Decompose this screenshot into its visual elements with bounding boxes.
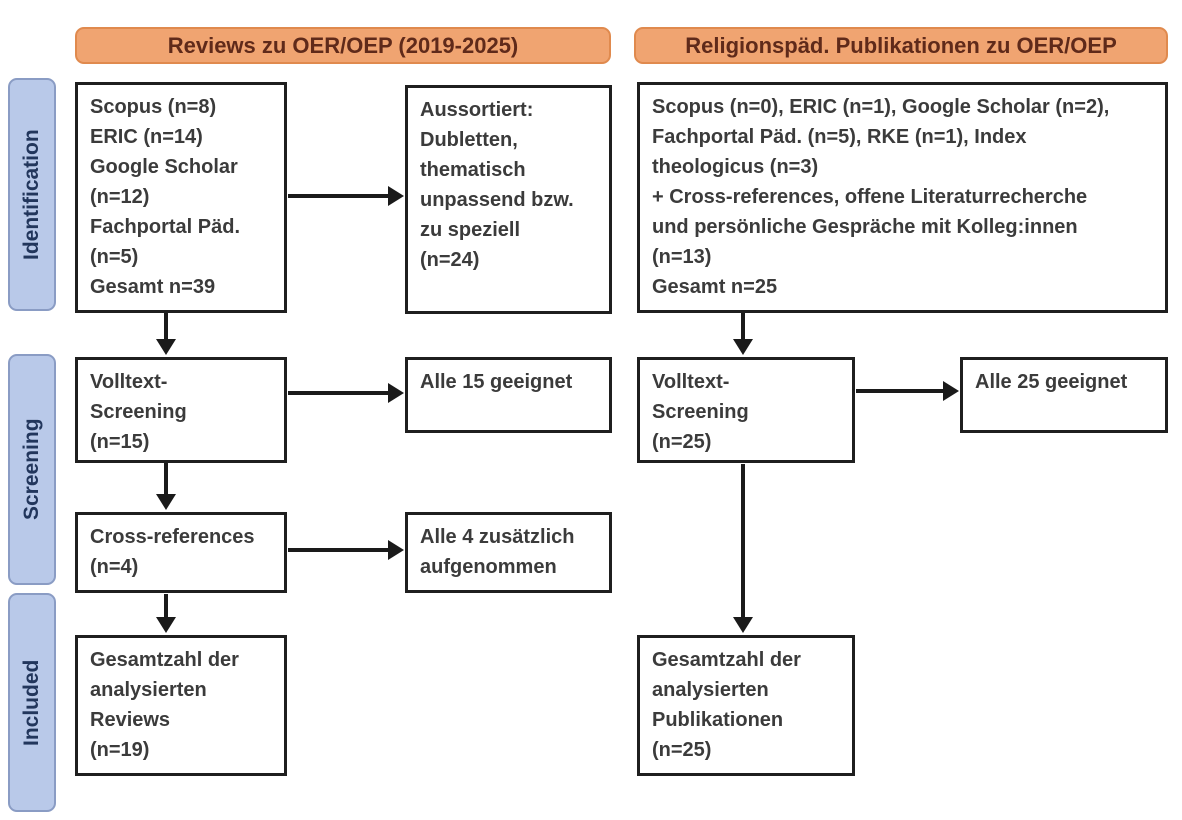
arrow-reviews-crossref-to-result: [288, 540, 404, 560]
arrow-reviews-screening-to-result: [288, 383, 404, 403]
arrow-reviews-screening-to-crossref: [156, 463, 176, 510]
arrow-reviews-crossref-to-included: [156, 594, 176, 633]
arrow-reviews-identification-to-excluded: [288, 186, 404, 206]
arrow-reviews-identification-to-screening: [156, 313, 176, 355]
header-reviews-column: Reviews zu OER/OEP (2019-2025): [75, 27, 611, 64]
religionspaed-screening-box: Volltext- Screening (n=25): [637, 357, 855, 463]
header-religionspaed-column: Religionspäd. Publikationen zu OER/OEP: [634, 27, 1168, 64]
reviews-excluded-box: Aussortiert: Dubletten, thematisch unpas…: [405, 85, 612, 314]
reviews-crossref-box: Cross-references (n=4): [75, 512, 287, 593]
arrow-religionspaed-screening-to-result: [856, 381, 959, 401]
stage-label-included: Included: [8, 593, 56, 812]
reviews-included-box: Gesamtzahl der analysierten Reviews (n=1…: [75, 635, 287, 776]
reviews-crossref-result-box: Alle 4 zusätzlich aufgenommen: [405, 512, 612, 593]
arrow-religionspaed-identification-to-screening: [733, 313, 753, 355]
religionspaed-screening-result-box: Alle 25 geeignet: [960, 357, 1168, 433]
arrow-religionspaed-screening-to-included: [733, 464, 753, 633]
stage-label-identification: Identification: [8, 78, 56, 311]
religionspaed-identification-box: Scopus (n=0), ERIC (n=1), Google Scholar…: [637, 82, 1168, 313]
reviews-screening-box: Volltext- Screening (n=15): [75, 357, 287, 463]
stage-label-screening: Screening: [8, 354, 56, 585]
reviews-identification-box: Scopus (n=8) ERIC (n=14) Google Scholar …: [75, 82, 287, 313]
reviews-screening-result-box: Alle 15 geeignet: [405, 357, 612, 433]
religionspaed-included-box: Gesamtzahl der analysierten Publikatione…: [637, 635, 855, 776]
